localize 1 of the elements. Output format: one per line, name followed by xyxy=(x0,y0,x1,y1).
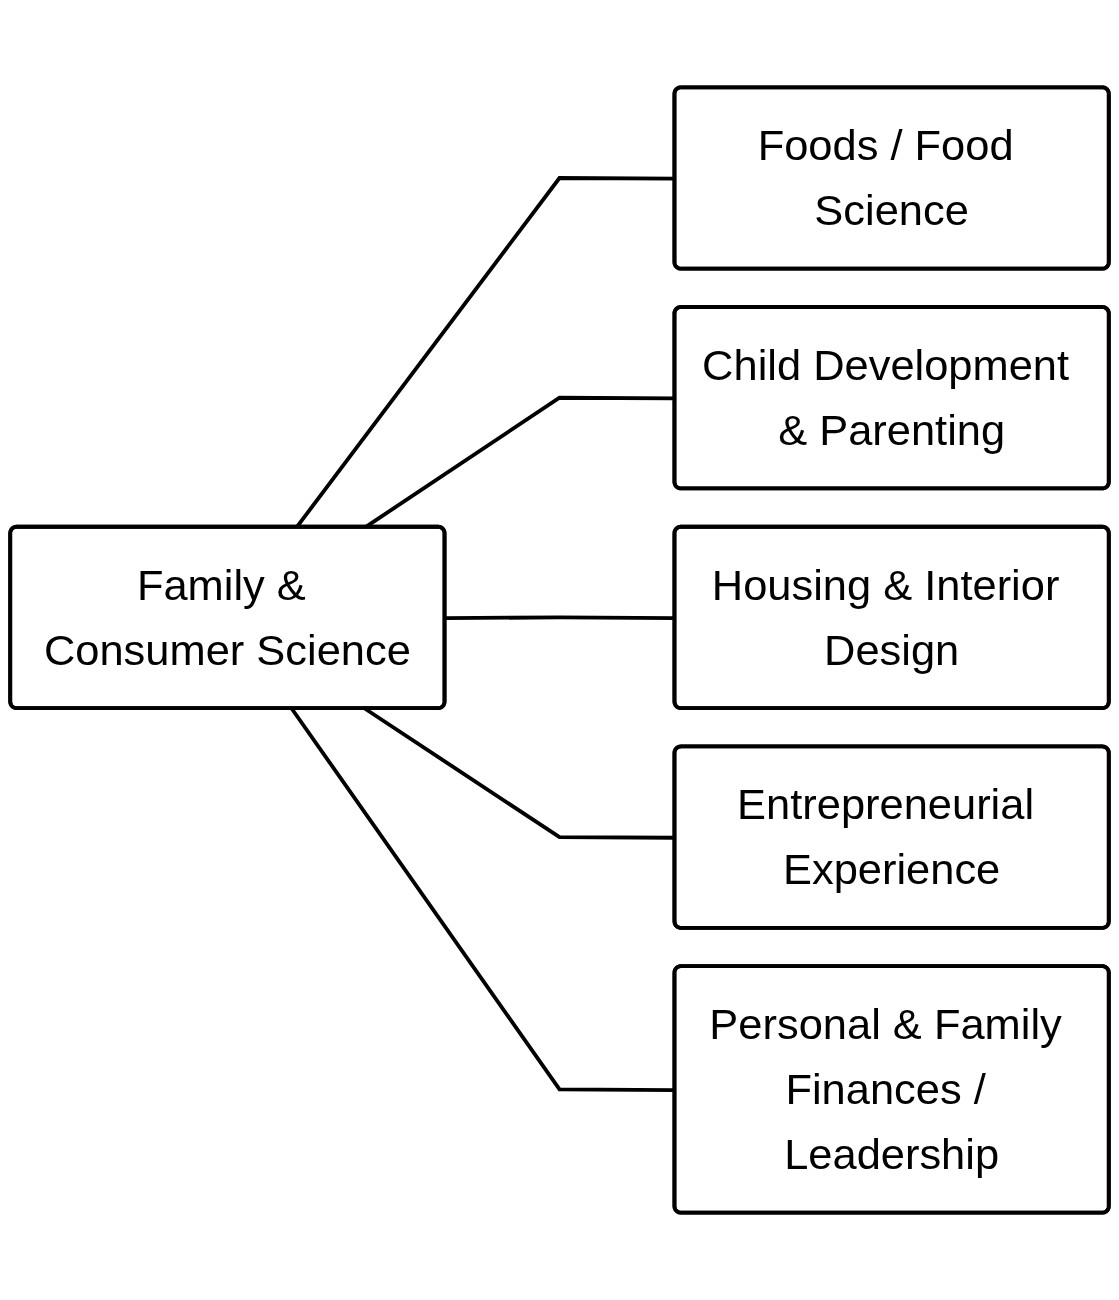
connector xyxy=(445,615,676,620)
